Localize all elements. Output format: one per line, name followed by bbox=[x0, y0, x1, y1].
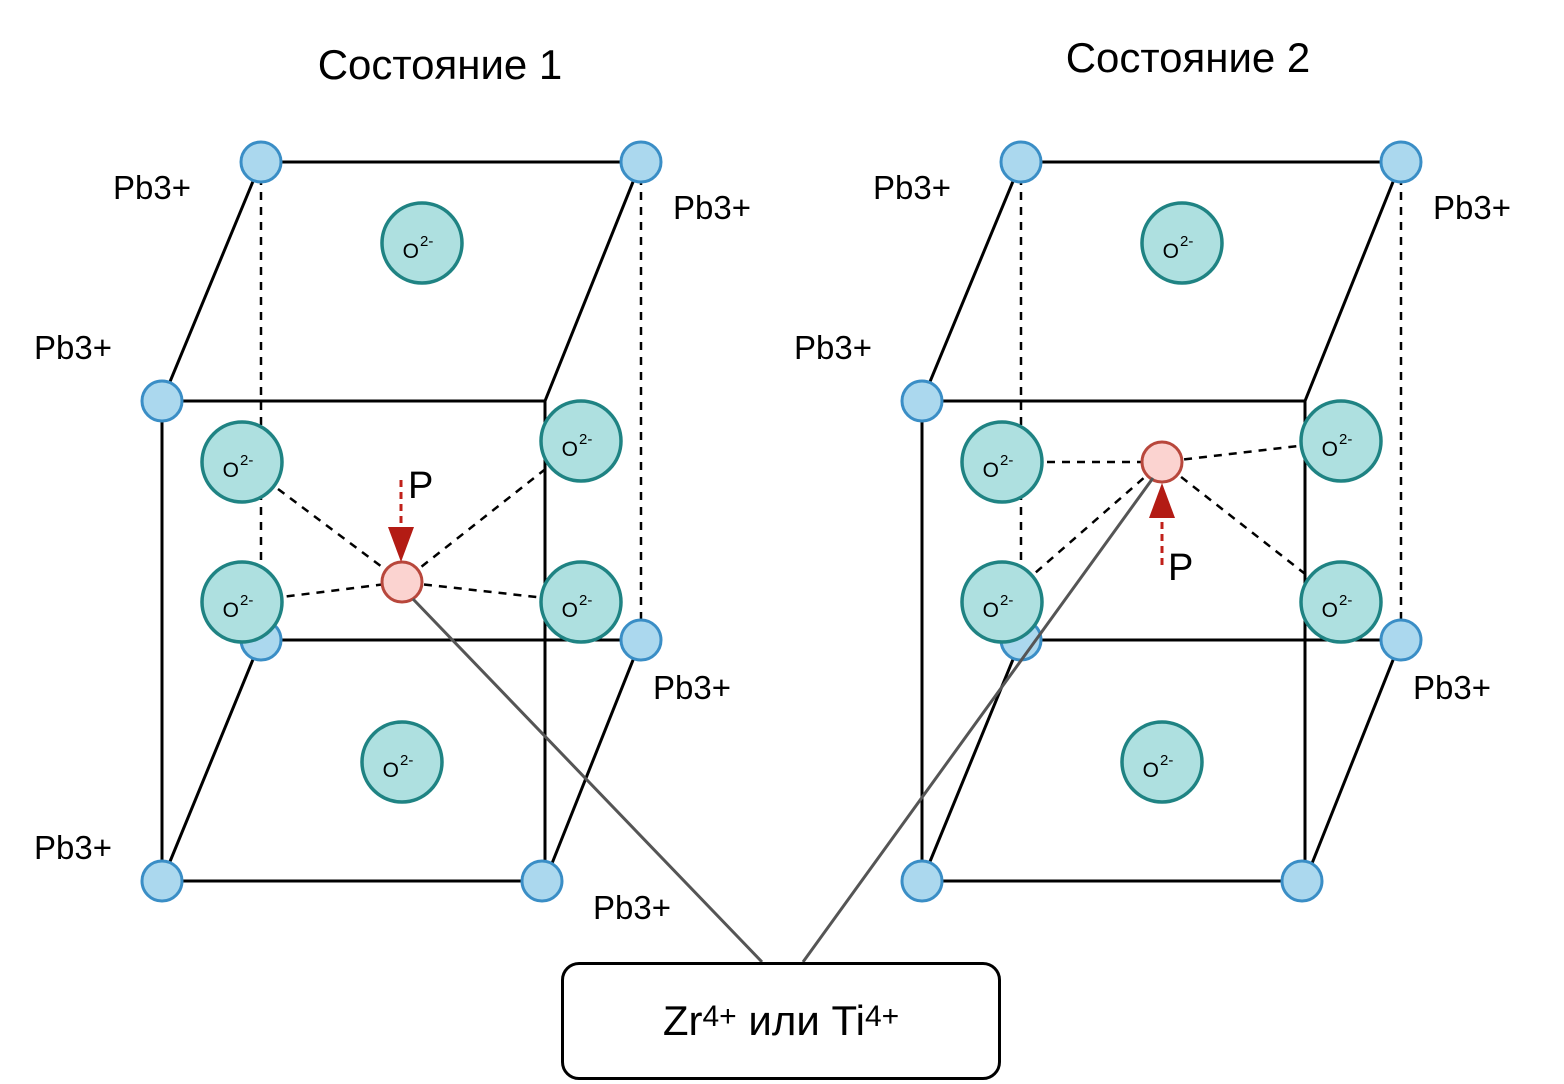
lead-ion-label: Pb3+ bbox=[653, 669, 731, 706]
oxygen-ion: O 2- bbox=[960, 560, 1044, 644]
b-site-ion bbox=[380, 560, 424, 604]
oxygen-ion: O 2- bbox=[360, 720, 444, 804]
lead-ion bbox=[900, 859, 944, 903]
polarization-label: P bbox=[408, 465, 433, 507]
oxygen-ion: O 2- bbox=[200, 420, 284, 504]
state-2-title: Состояние 2 bbox=[1066, 34, 1311, 81]
lead-ion bbox=[520, 859, 564, 903]
svg-text:O: O bbox=[383, 759, 399, 782]
ti-label: Ti bbox=[831, 997, 865, 1044]
svg-text:2-: 2- bbox=[1000, 592, 1013, 609]
svg-text:O: O bbox=[562, 438, 578, 461]
lead-ion bbox=[1280, 859, 1324, 903]
svg-text:2-: 2- bbox=[1180, 233, 1193, 250]
lead-ion bbox=[619, 618, 663, 662]
lead-ion-label: Pb3+ bbox=[873, 169, 951, 206]
svg-text:O: O bbox=[983, 459, 999, 482]
zr-label: Zr bbox=[662, 997, 703, 1044]
lead-ion bbox=[999, 140, 1043, 184]
oxygen-ion: O 2- bbox=[539, 560, 623, 644]
lead-ion-label: Pb3+ bbox=[593, 889, 671, 926]
svg-text:2-: 2- bbox=[240, 592, 253, 609]
b-site-ion bbox=[1140, 440, 1184, 484]
lead-ion bbox=[619, 140, 663, 184]
svg-text:2-: 2- bbox=[420, 233, 433, 250]
svg-text:2-: 2- bbox=[1339, 431, 1352, 448]
callout-leader bbox=[801, 477, 1155, 963]
oxygen-ion: O 2- bbox=[960, 420, 1044, 504]
svg-text:2-: 2- bbox=[1000, 452, 1013, 469]
svg-text:O: O bbox=[1143, 759, 1159, 782]
lead-ion bbox=[900, 379, 944, 423]
zr-charge: 4+ bbox=[702, 1000, 737, 1033]
svg-text:O: O bbox=[1322, 438, 1338, 461]
polarization-label: P bbox=[1168, 547, 1193, 589]
lead-ion-label: Pb3+ bbox=[673, 189, 751, 226]
lead-ion-label: Pb3+ bbox=[1413, 669, 1491, 706]
lead-ion-label: Pb3+ bbox=[113, 169, 191, 206]
oxygen-ion: O 2- bbox=[1299, 399, 1383, 483]
oxygen-ion: O 2- bbox=[1140, 201, 1224, 285]
lead-ion bbox=[239, 140, 283, 184]
svg-text:O: O bbox=[403, 240, 419, 263]
svg-text:O: O bbox=[983, 599, 999, 622]
svg-text:O: O bbox=[223, 599, 239, 622]
svg-text:2-: 2- bbox=[579, 592, 592, 609]
svg-text:O: O bbox=[562, 599, 578, 622]
svg-text:2-: 2- bbox=[579, 431, 592, 448]
lead-ion bbox=[1379, 140, 1423, 184]
callout-leader bbox=[411, 597, 764, 964]
oxygen-ion: O 2- bbox=[1120, 720, 1204, 804]
svg-text:O: O bbox=[1163, 240, 1179, 263]
lead-ion bbox=[140, 859, 184, 903]
polarization-arrow: P bbox=[1149, 483, 1193, 589]
oxygen-ion: O 2- bbox=[1299, 560, 1383, 644]
or-label: или bbox=[748, 997, 820, 1044]
polarization-arrow: P bbox=[388, 465, 433, 562]
svg-text:2-: 2- bbox=[400, 752, 413, 769]
state-2-cell: Состояние 2 O 2- O 2- O 2- bbox=[794, 34, 1511, 903]
lead-ion-label: Pb3+ bbox=[34, 329, 112, 366]
lead-ion bbox=[140, 379, 184, 423]
svg-text:2-: 2- bbox=[1339, 592, 1352, 609]
lead-ion bbox=[1379, 618, 1423, 662]
oxygen-ion: O 2- bbox=[380, 201, 464, 285]
lead-ion-label: Pb3+ bbox=[34, 829, 112, 866]
svg-text:O: O bbox=[1322, 599, 1338, 622]
svg-text:2-: 2- bbox=[1160, 752, 1173, 769]
oxygen-ion: O 2- bbox=[200, 560, 284, 644]
lead-ion-label: Pb3+ bbox=[794, 329, 872, 366]
ti-charge: 4+ bbox=[864, 1000, 900, 1033]
svg-text:O: O bbox=[223, 459, 239, 482]
svg-text:2-: 2- bbox=[240, 452, 253, 469]
state-1-title: Состояние 1 bbox=[318, 41, 563, 88]
oxygen-ion: O 2- bbox=[539, 399, 623, 483]
lead-ion-label: Pb3+ bbox=[1433, 189, 1511, 226]
state-1-cell: Состояние 1 O 2- O 2- bbox=[34, 41, 751, 926]
